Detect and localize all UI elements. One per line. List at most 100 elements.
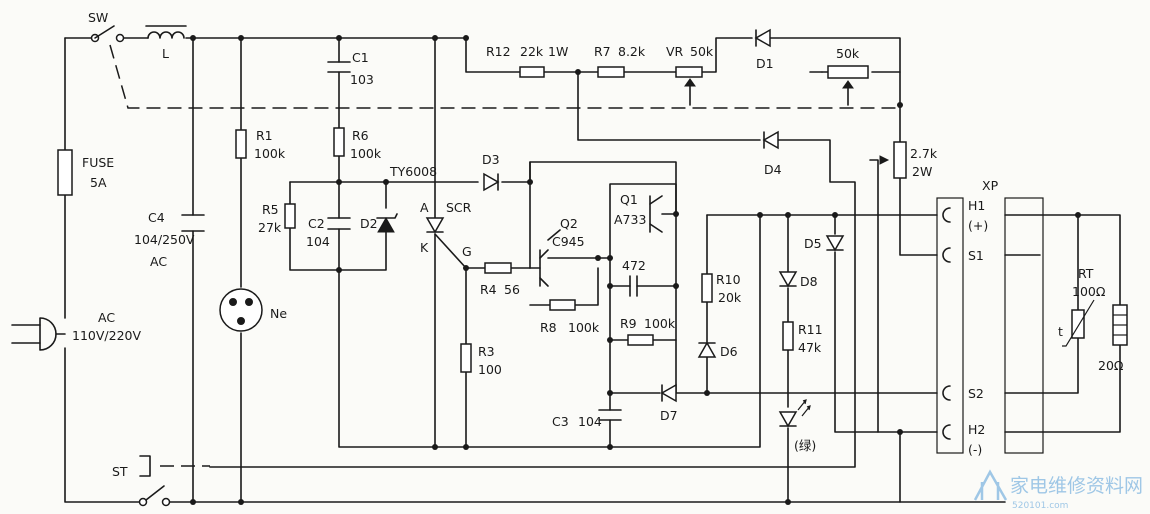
s2-label: S2	[968, 386, 984, 401]
watermark-sub: 520101.com	[1012, 501, 1068, 511]
junctions	[190, 35, 1081, 505]
r3-label: R3	[478, 344, 495, 359]
transistor-q1: Q1 A733	[614, 192, 677, 233]
c3-label: C3	[552, 414, 569, 429]
q1-label: Q1	[620, 192, 638, 207]
r8-label: R8	[540, 320, 557, 335]
st-label: ST	[112, 464, 128, 479]
resistor-r9: R9 100k	[620, 316, 676, 346]
r9-label: R9	[620, 316, 637, 331]
c472-label: 472	[622, 258, 646, 273]
xp-label: XP	[982, 178, 999, 193]
d6-label: D6	[720, 344, 738, 359]
thermistor-rt: RT 100Ω t	[1058, 266, 1106, 347]
diode-d3: D3	[482, 152, 500, 192]
zener-d2: D2	[360, 213, 398, 233]
c1-value: 103	[350, 72, 374, 87]
ac-plug: AC 110V/220V	[11, 310, 141, 351]
c4-label: C4	[148, 210, 165, 225]
resistor-r10: R10 20k	[701, 272, 742, 305]
resistor-r1: R1 100k	[235, 128, 286, 161]
c2-label: C2	[308, 216, 325, 231]
scr-gate: G	[462, 244, 472, 259]
c4-value: 104/250V	[134, 232, 195, 247]
r12-power: 1W	[548, 44, 568, 59]
r6-value: 100k	[350, 146, 382, 161]
led-green: (绿)	[778, 399, 816, 453]
rt-t: t	[1058, 324, 1063, 339]
capacitor-c1: C1 103	[327, 50, 374, 87]
watermark-logo-icon	[973, 469, 1008, 501]
ac-label: AC	[98, 310, 115, 325]
resistor-r7: R7 8.2k	[594, 44, 646, 78]
diode-d5: D5	[804, 235, 845, 252]
r1-value: 100k	[254, 146, 286, 161]
switch-sw: SW	[88, 10, 125, 43]
resistor-r8: R8 100k	[540, 299, 600, 335]
d2-label: D2	[360, 216, 378, 231]
neon-lamp: Ne	[219, 288, 287, 332]
scr-cathode: K	[420, 240, 429, 255]
wiring	[64, 37, 1121, 503]
watermark: 家电维修资料网 520101.com	[973, 469, 1143, 511]
transistor-q2: Q2 C945	[529, 216, 585, 287]
h2-sign: (-)	[968, 442, 982, 457]
r1-label: R1	[256, 128, 273, 143]
r3-value: 100	[478, 362, 502, 377]
r7-value: 8.2k	[618, 44, 646, 59]
resistor-r3: R3 100	[460, 343, 502, 377]
d3-label: D3	[482, 152, 500, 167]
r2-power: 2W	[912, 164, 932, 179]
q2-label: Q2	[560, 216, 578, 231]
r11-value: 47k	[798, 340, 822, 355]
heater-value: 20Ω	[1098, 358, 1124, 373]
r10-value: 20k	[718, 290, 742, 305]
diode-d1: D1	[754, 28, 774, 71]
q1-part: A733	[614, 212, 646, 227]
s1-label: S1	[968, 248, 984, 263]
r8-value: 100k	[568, 320, 600, 335]
sw-label: SW	[88, 10, 108, 25]
diode-d6: D6	[697, 341, 738, 359]
capacitor-c3: C3 104	[552, 409, 622, 429]
d1-label: D1	[756, 56, 774, 71]
c4-type: AC	[150, 254, 167, 269]
d5-label: D5	[804, 236, 822, 251]
c3-value: 104	[578, 414, 602, 429]
resistor-2-7k: 2.7k 2W	[879, 141, 938, 179]
vr-value: 50k	[690, 44, 714, 59]
scr-thyristor: TY6008 SCR A K G	[389, 164, 472, 259]
r11-label: R11	[798, 322, 823, 337]
r4-value: 56	[504, 282, 520, 297]
diode-d7: D7	[660, 383, 678, 423]
pot2-value: 50k	[836, 46, 860, 61]
capacitor-c4: C4 104/250V AC	[134, 210, 205, 269]
resistor-r11: R11 47k	[782, 321, 823, 355]
resistor-r6: R6 100k	[333, 127, 382, 161]
mechanical-links	[109, 44, 900, 467]
q2-part: C945	[552, 234, 585, 249]
scr-part: TY6008	[389, 164, 437, 179]
led-color: (绿)	[794, 438, 816, 453]
d7-label: D7	[660, 408, 678, 423]
fuse-label: FUSE	[82, 155, 114, 170]
diode-d8: D8	[778, 271, 818, 289]
d8-label: D8	[800, 274, 818, 289]
h1-label: H1	[968, 198, 985, 213]
potentiometer-50k: 50k	[821, 46, 869, 89]
c2-value: 104	[306, 234, 330, 249]
heater-element: 20Ω	[1098, 304, 1128, 373]
r2-value: 2.7k	[910, 146, 938, 161]
rt-label: RT	[1078, 266, 1094, 281]
capacitor-472: 472	[622, 258, 646, 297]
r10-label: R10	[716, 272, 741, 287]
c1-label: C1	[352, 50, 369, 65]
r6-label: R6	[352, 128, 369, 143]
thermostat-st: ST	[112, 455, 171, 507]
r9-value: 100k	[644, 316, 676, 331]
r4-label: R4	[480, 282, 497, 297]
potentiometer-vr: VR 50k	[666, 44, 714, 87]
l-label: L	[162, 46, 169, 61]
r12-value: 22k	[520, 44, 544, 59]
